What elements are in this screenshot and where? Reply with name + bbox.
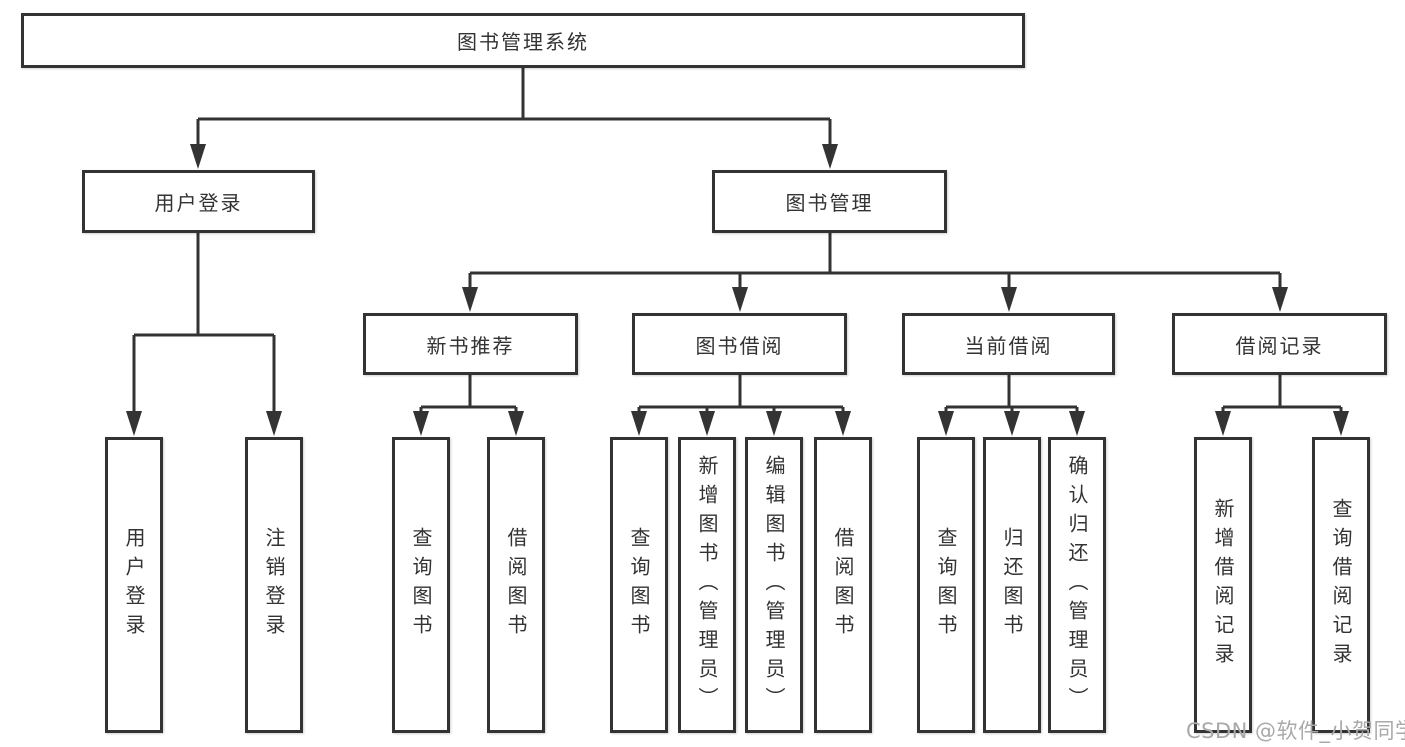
node-current-borrow-label: 当前借阅 <box>964 333 1053 358</box>
leaf-confirm-return-admin-label: 确认归还（管理员） <box>1065 454 1089 716</box>
node-book-borrow: 图书借阅 <box>632 313 847 375</box>
leaf-query-borrow-record-label: 查询借阅记录 <box>1329 498 1353 672</box>
leaf-edit-book-admin-label: 编辑图书（管理员） <box>762 454 786 716</box>
leaf-borrow-book: 借阅图书 <box>814 437 872 733</box>
arrowhead-icons <box>126 144 1349 436</box>
node-book-borrow-label: 图书借阅 <box>695 333 784 358</box>
leaf-query-book-current: 查询图书 <box>917 437 975 733</box>
leaf-logout-login: 注销登录 <box>245 437 303 733</box>
root-node-system: 图书管理系统 <box>21 13 1025 68</box>
leaf-query-book-borrow: 查询图书 <box>610 437 668 733</box>
node-borrow-records-label: 借阅记录 <box>1235 333 1324 358</box>
leaf-borrow-book-label: 借阅图书 <box>831 527 855 643</box>
leaf-query-book-recommend-label: 查询图书 <box>409 527 433 643</box>
leaf-query-book-current-label: 查询图书 <box>934 527 958 643</box>
node-current-borrow: 当前借阅 <box>902 313 1115 375</box>
node-new-book-recommend: 新书推荐 <box>363 313 578 375</box>
branch-book-management-label: 图书管理 <box>785 191 874 215</box>
leaf-return-book-label: 归还图书 <box>1000 527 1024 643</box>
leaf-borrow-book-recommend: 借阅图书 <box>487 437 545 733</box>
leaf-borrow-book-recommend-label: 借阅图书 <box>504 527 528 643</box>
leaf-return-book: 归还图书 <box>983 437 1041 733</box>
branch-book-management-node: 图书管理 <box>712 170 947 233</box>
watermark: CSDN @软件_小贺同学 <box>1186 719 1405 743</box>
leaf-query-book-recommend: 查询图书 <box>392 437 450 733</box>
node-borrow-records: 借阅记录 <box>1172 313 1387 375</box>
leaf-user-login: 用户登录 <box>105 437 163 733</box>
leaf-add-borrow-record: 新增借阅记录 <box>1194 437 1252 733</box>
root-node-label: 图书管理系统 <box>457 30 589 54</box>
leaf-user-login-label: 用户登录 <box>122 527 146 643</box>
leaf-query-book-borrow-label: 查询图书 <box>627 527 651 643</box>
leaf-query-borrow-record: 查询借阅记录 <box>1312 437 1370 733</box>
node-new-book-recommend-label: 新书推荐 <box>426 333 515 358</box>
leaf-add-borrow-record-label: 新增借阅记录 <box>1211 498 1235 672</box>
branch-user-login-node: 用户登录 <box>82 170 315 233</box>
leaf-confirm-return-admin: 确认归还（管理员） <box>1048 437 1106 733</box>
leaf-add-book-admin: 新增图书（管理员） <box>678 437 736 733</box>
leaf-logout-login-label: 注销登录 <box>262 527 286 643</box>
leaf-add-book-admin-label: 新增图书（管理员） <box>695 454 719 716</box>
leaf-edit-book-admin: 编辑图书（管理员） <box>745 437 803 733</box>
branch-user-login-label: 用户登录 <box>154 191 243 215</box>
